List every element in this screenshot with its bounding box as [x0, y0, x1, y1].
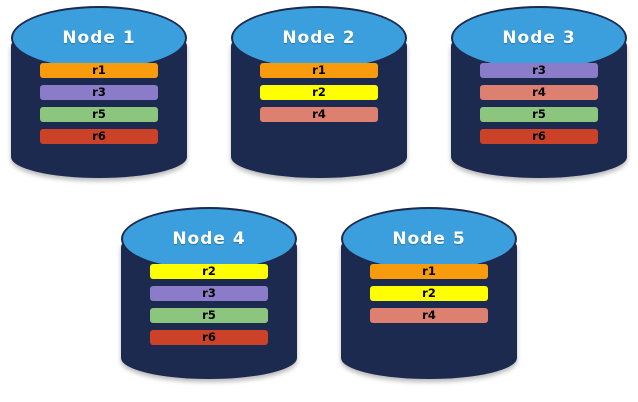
- replica-bar[interactable]: r1: [370, 264, 488, 279]
- database-node-5[interactable]: Node 5 r1 r2 r4: [341, 207, 517, 389]
- replica-bar[interactable]: r4: [480, 85, 598, 100]
- replica-list: r1 r3 r5 r6: [40, 63, 158, 144]
- replica-bar[interactable]: r2: [260, 85, 378, 100]
- node-label: Node 5: [392, 228, 466, 249]
- replica-bar[interactable]: r2: [150, 264, 268, 279]
- node-label: Node 4: [172, 228, 246, 249]
- node-label: Node 2: [282, 27, 356, 48]
- replica-list: r1 r2 r4: [370, 264, 488, 323]
- replica-list: r3 r4 r5 r6: [480, 63, 598, 144]
- replica-bar[interactable]: r6: [40, 129, 158, 144]
- replica-bar[interactable]: r3: [150, 286, 268, 301]
- database-node-3[interactable]: Node 3 r3 r4 r5 r6: [451, 6, 627, 188]
- replica-bar[interactable]: r6: [150, 330, 268, 345]
- replica-bar[interactable]: r6: [480, 129, 598, 144]
- database-node-2[interactable]: Node 2 r1 r2 r4: [231, 6, 407, 188]
- cylinder-top-icon: Node 3: [451, 6, 627, 70]
- cylinder-top-icon: Node 2: [231, 6, 407, 70]
- replica-bar[interactable]: r4: [370, 308, 488, 323]
- cylinder-top-icon: Node 4: [121, 207, 297, 271]
- node-label: Node 3: [502, 27, 576, 48]
- database-node-1[interactable]: Node 1 r1 r3 r5 r6: [11, 6, 187, 188]
- replica-bar[interactable]: r3: [40, 85, 158, 100]
- replica-bar[interactable]: r5: [480, 107, 598, 122]
- replica-bar[interactable]: r2: [370, 286, 488, 301]
- cylinder-top-icon: Node 1: [11, 6, 187, 70]
- replica-bar[interactable]: r1: [260, 63, 378, 78]
- node-label: Node 1: [62, 27, 136, 48]
- replica-list: r2 r3 r5 r6: [150, 264, 268, 345]
- replica-bar[interactable]: r4: [260, 107, 378, 122]
- cylinder-top-icon: Node 5: [341, 207, 517, 271]
- replica-list: r1 r2 r4: [260, 63, 378, 122]
- replica-bar[interactable]: r3: [480, 63, 598, 78]
- database-node-4[interactable]: Node 4 r2 r3 r5 r6: [121, 207, 297, 389]
- replica-bar[interactable]: r5: [40, 107, 158, 122]
- replica-bar[interactable]: r5: [150, 308, 268, 323]
- replica-bar[interactable]: r1: [40, 63, 158, 78]
